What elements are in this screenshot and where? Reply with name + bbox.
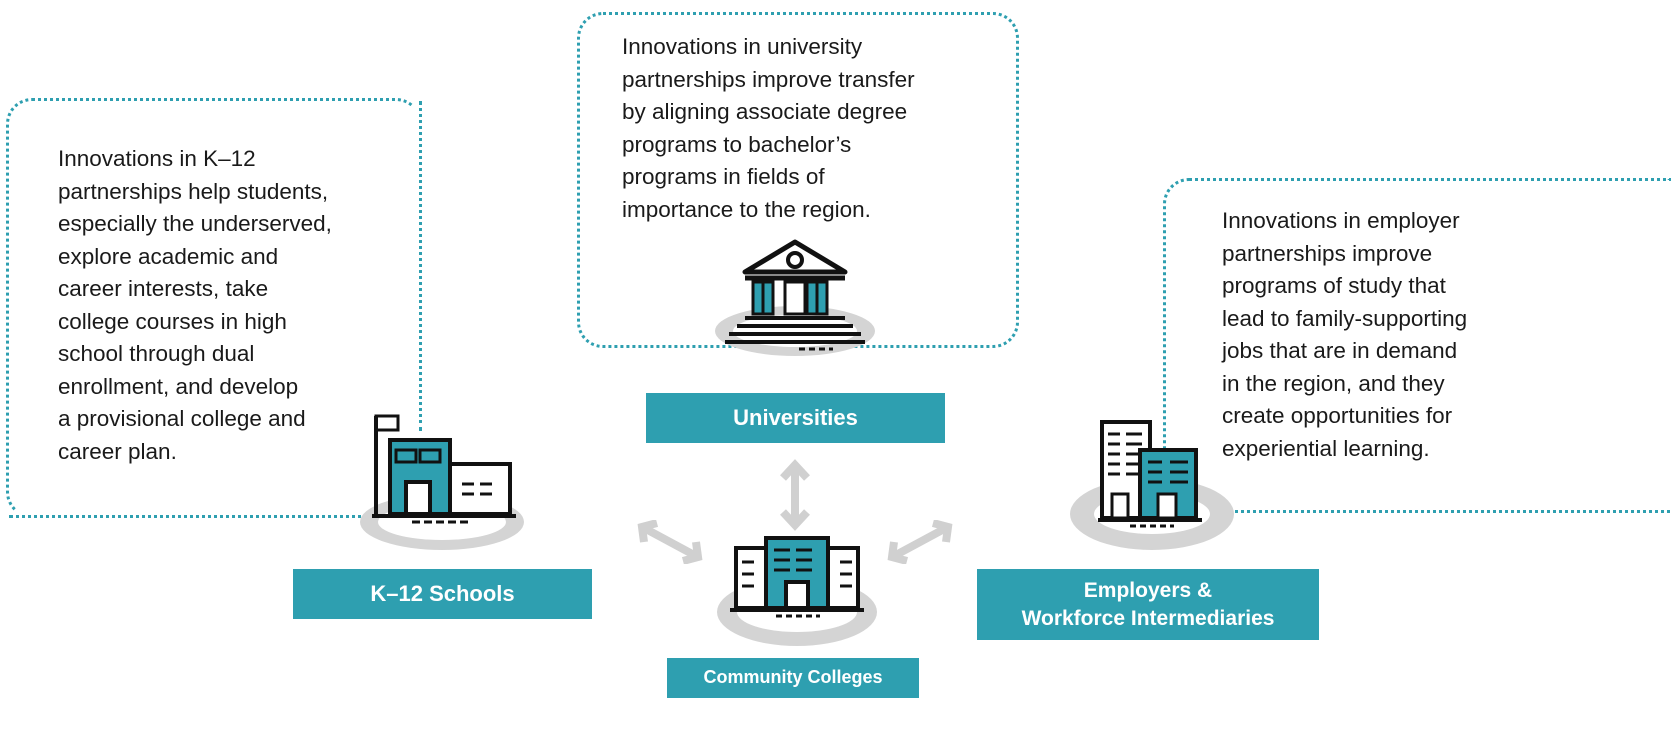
employers-label-line1: Employers & — [1083, 579, 1213, 603]
community-colleges-label-text: Community Colleges — [703, 667, 883, 688]
universities-label-text: Universities — [733, 404, 858, 430]
universities-label: Universities — [646, 393, 945, 443]
college-building-icon — [717, 536, 877, 646]
k12-schools-label: K–12 Schools — [293, 569, 592, 619]
double-arrow-icon — [887, 520, 953, 564]
community-colleges-label: Community Colleges — [667, 658, 919, 698]
employers-description: Innovations in employer partnerships imp… — [1222, 208, 1468, 461]
k12-label-text: K–12 Schools — [370, 580, 515, 606]
school-building-icon — [360, 414, 524, 550]
double-arrow-icon — [780, 459, 810, 531]
k12-panel — [6, 98, 422, 518]
employers-label-line2: Workforce Intermediaries — [1021, 606, 1275, 630]
employers-label: Employers & Workforce Intermediaries — [977, 569, 1319, 640]
office-buildings-icon — [1070, 420, 1234, 550]
university-building-icon — [715, 239, 875, 356]
universities-description: Innovations in university partnerships i… — [622, 34, 915, 222]
k12-description: Innovations in K–12 partnerships help st… — [58, 146, 332, 464]
double-arrow-icon — [637, 520, 703, 564]
employers-panel — [1163, 178, 1671, 513]
